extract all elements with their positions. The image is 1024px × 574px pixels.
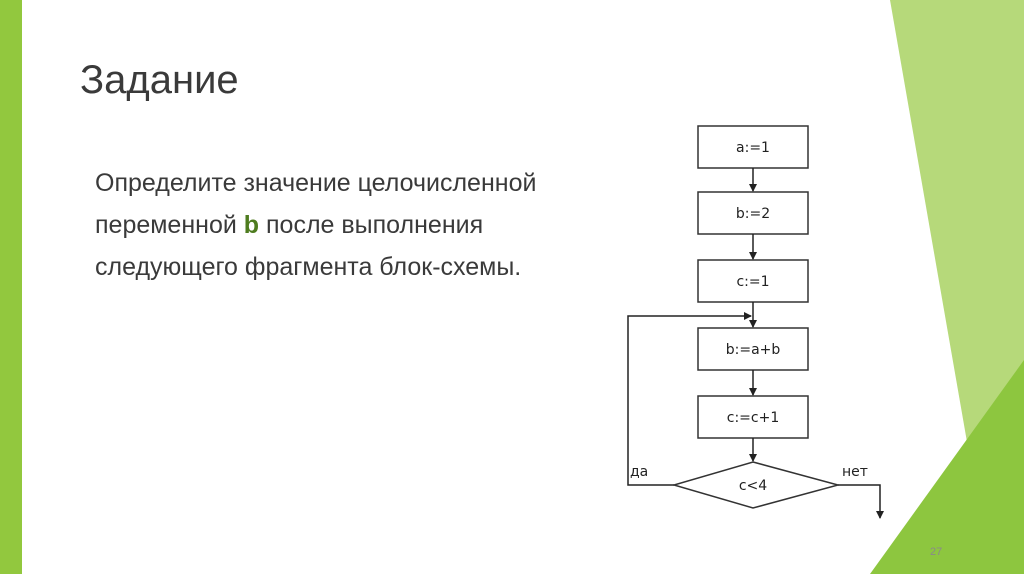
loop-back-arrow [627, 312, 752, 486]
branch-no-label: нет [842, 464, 868, 480]
flowchart: a:=1 b:=2 c:=1 b:=a+b c:=c+1 c<4 да нет [627, 125, 884, 519]
process-block-c-increment: c:=c+1 [697, 395, 809, 439]
task-text: Определите значение целочисленной переме… [95, 162, 565, 288]
left-accent-stripe [0, 0, 22, 574]
task-text-part2: после выполнения следующего фрагмента бл… [95, 211, 522, 281]
svg-text:a:=1: a:=1 [736, 140, 770, 156]
process-block-c-assign: c:=1 [697, 259, 809, 303]
process-block-a-assign: a:=1 [697, 125, 809, 169]
right-accent-shape-dark [870, 360, 1024, 574]
svg-text:b:=a+b: b:=a+b [726, 342, 781, 358]
task-text-part1: Определите значение целочисленной переме… [95, 169, 537, 239]
svg-text:b:=2: b:=2 [736, 206, 770, 222]
decision-block: c<4 [671, 461, 841, 509]
process-block-b-assign: b:=2 [697, 191, 809, 235]
slide-number: 27 [930, 546, 943, 558]
process-block-b-update: b:=a+b [697, 327, 809, 371]
slide-title: Задание [80, 58, 239, 102]
variable-name: b [243, 211, 260, 239]
exit-arrow [838, 484, 884, 519]
svg-text:c:=c+1: c:=c+1 [727, 410, 779, 426]
svg-text:c<4: c<4 [739, 478, 767, 494]
svg-text:c:=1: c:=1 [736, 274, 769, 290]
branch-yes-label: да [630, 464, 648, 480]
